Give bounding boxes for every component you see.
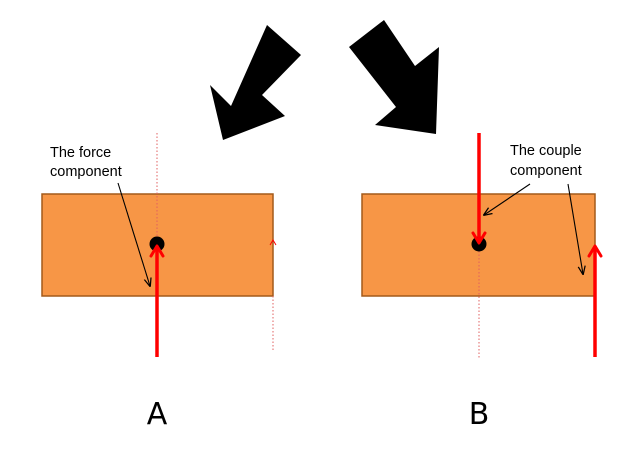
annotation-a-line1: The force [50,145,111,161]
annotation-b-leader-pivot [484,183,531,215]
force-arrow-a-head [149,244,165,258]
couple-arrow-up-head [587,244,603,258]
panel-a: The force component A [41,133,277,432]
annotation-b-line2: component [510,163,582,179]
annotation-b-leader-edge [567,183,583,274]
big-arrow-right [349,20,439,134]
panel-label-a: A [147,397,168,432]
couple-arrow-down-head [471,231,487,245]
annotation-b-line1: The couple [510,143,582,159]
panel-label-b: B [469,397,490,432]
small-caret-a [269,239,277,246]
panel-b: The couple component B [361,133,603,432]
big-arrow-left [210,25,301,140]
annotation-a-line2: component [50,164,122,180]
annotation-a-leader [117,182,150,286]
pivot-a [149,236,165,252]
